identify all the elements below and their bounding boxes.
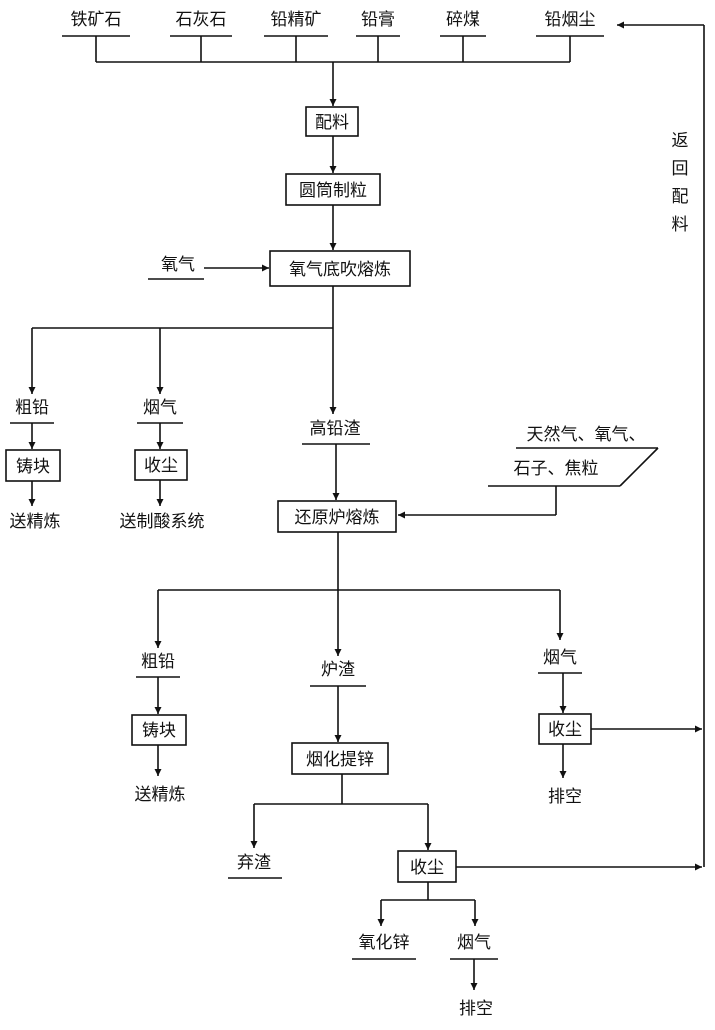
batching-label: 配料 [315, 113, 349, 133]
b1-casting-label: 铸块 [16, 457, 50, 477]
b2-casting-box [131, 714, 187, 746]
oxygen-bottom-blowing-label: 氧气底吹熔炼 [289, 260, 391, 280]
b1-crude-lead-label: 粗铅 [15, 398, 49, 418]
b1-flue-gas-label: 烟气 [143, 398, 177, 418]
b2-casting-label: 铸块 [142, 721, 176, 741]
input-lead-paste: 铅膏 [361, 9, 395, 30]
b3-dust-collection-label: 收尘 [410, 858, 444, 878]
return-loop: 返 回 配 料 [456, 21, 705, 871]
branch2-lines [154, 532, 564, 656]
b1-to-acid-plant-label: 送制酸系统 [120, 512, 205, 532]
b1-dust-collection-label: 收尘 [144, 456, 178, 476]
b3-vent-label: 排空 [459, 999, 493, 1019]
fuming-zinc-label: 烟化提锌 [306, 750, 374, 770]
input-iron-ore: 铁矿石 [71, 10, 122, 30]
b1-casting-box [5, 449, 61, 482]
b2-vent-label: 排空 [548, 787, 582, 807]
branch3-lines [250, 774, 432, 850]
drum-granulation-box [285, 173, 381, 206]
oxygen-bottom-blowing-box [269, 250, 411, 287]
b3-flue-gas-label: 烟气 [457, 933, 491, 953]
b2-flue-gas-label: 烟气 [543, 648, 577, 668]
reduction-inputs-line1: 天然气、氧气、 [527, 425, 646, 445]
b1-to-refining-label: 送精炼 [10, 512, 61, 532]
fuming-zinc-box [291, 742, 389, 775]
return-char-3: 配 [672, 187, 689, 207]
return-char-1: 返 [672, 131, 689, 151]
drum-granulation-label: 圆筒制粒 [299, 181, 367, 201]
input-limestone: 石灰石 [176, 10, 227, 30]
oxygen-label: 氧气 [161, 255, 195, 275]
raw-materials: 铁矿石 石灰石 铅精矿 铅膏 碎煤 铅烟尘 [62, 9, 604, 37]
b1-dust-collection-box [134, 449, 188, 481]
b2-furnace-slag-label: 炉渣 [321, 660, 355, 680]
return-char-2: 回 [672, 159, 689, 179]
input-crushed-coal: 碎煤 [446, 10, 480, 30]
b2-crude-lead-label: 粗铅 [141, 652, 175, 672]
input-lead-concentrate: 铅精矿 [271, 10, 322, 30]
b1-high-lead-slag-label: 高铅渣 [310, 419, 361, 439]
b2-dust-collection-box [538, 713, 592, 745]
b3-discard-slag-label: 弃渣 [237, 853, 271, 873]
b3-zinc-oxide-label: 氧化锌 [359, 933, 410, 953]
b2-to-refining-label: 送精炼 [135, 785, 186, 805]
collector-lines [95, 36, 571, 106]
reduction-inputs-line2: 石子、焦粒 [514, 459, 599, 479]
b2-dust-collection-label: 收尘 [548, 720, 582, 740]
reduction-furnace-label: 还原炉熔炼 [295, 508, 380, 528]
reduction-inputs: 天然气、氧气、 石子、焦粒 [398, 425, 659, 519]
return-char-4: 料 [672, 215, 689, 235]
reduction-furnace-box [277, 500, 397, 533]
input-lead-dust: 铅烟尘 [545, 10, 596, 30]
branch1-lines [28, 286, 337, 414]
batching-box [305, 106, 359, 137]
